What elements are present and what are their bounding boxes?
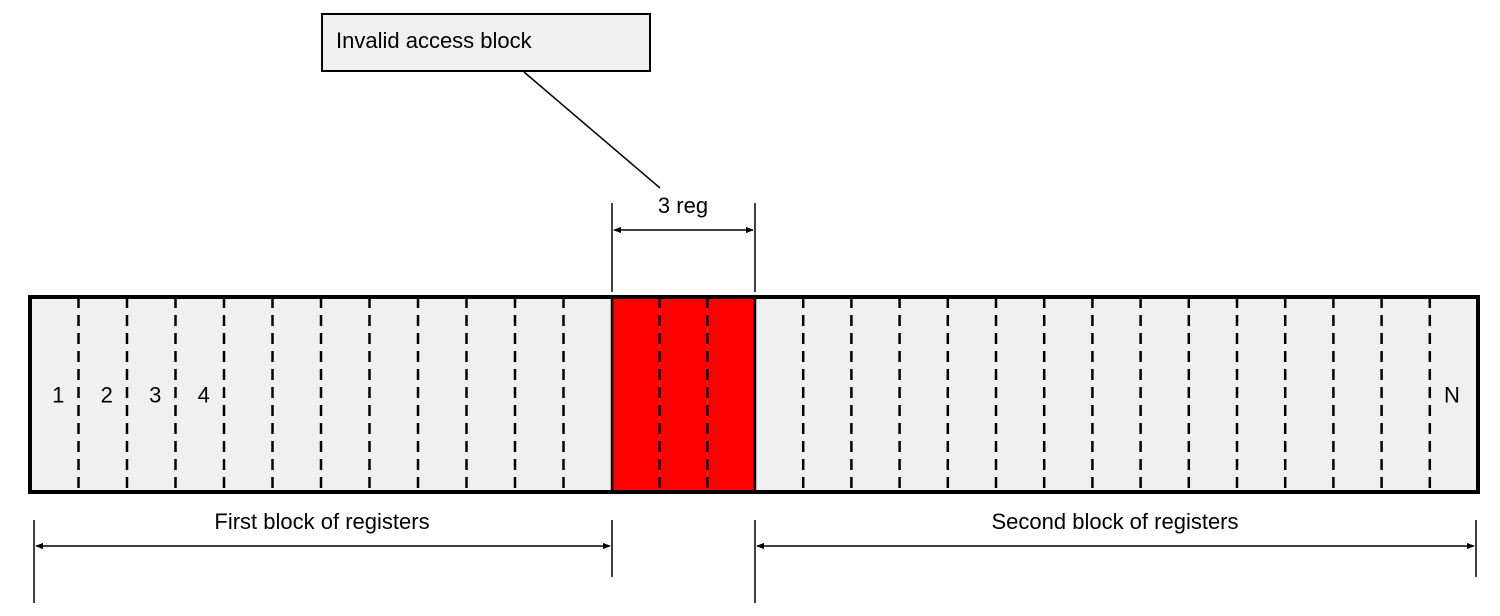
register-cell bbox=[30, 297, 79, 492]
register-cell bbox=[515, 297, 564, 492]
register-cell bbox=[1044, 297, 1093, 492]
invalid-register-cell bbox=[707, 297, 755, 492]
invalid-register-cell bbox=[612, 297, 660, 492]
register-cell bbox=[78, 297, 127, 492]
invalid-span-dimension: 3 reg bbox=[611, 193, 756, 292]
register-cell bbox=[996, 297, 1045, 492]
register-cell bbox=[1140, 297, 1189, 492]
second-block-label: Second block of registers bbox=[991, 509, 1238, 534]
register-cell bbox=[175, 297, 224, 492]
register-cell bbox=[563, 297, 612, 492]
register-cell bbox=[1188, 297, 1237, 492]
invalid-access-callout: Invalid access block bbox=[321, 13, 661, 189]
register-cell bbox=[1237, 297, 1286, 492]
register-cell-label: 4 bbox=[198, 383, 210, 408]
register-cell bbox=[1285, 297, 1334, 492]
register-cell bbox=[1381, 297, 1430, 492]
register-cell bbox=[803, 297, 852, 492]
register-cell bbox=[755, 297, 804, 492]
register-cell bbox=[1092, 297, 1141, 492]
callout-leader-line bbox=[523, 71, 661, 189]
register-cell bbox=[321, 297, 370, 492]
register-cell-label-last: N bbox=[1444, 383, 1460, 408]
register-cell bbox=[899, 297, 948, 492]
first-block-label: First block of registers bbox=[214, 509, 429, 534]
register-cell bbox=[127, 297, 176, 492]
register-cell bbox=[224, 297, 273, 492]
invalid-register-cell bbox=[659, 297, 708, 492]
register-cell bbox=[1333, 297, 1382, 492]
callout-label: Invalid access block bbox=[336, 28, 533, 53]
register-cell bbox=[947, 297, 996, 492]
register-cell-label: 2 bbox=[101, 383, 113, 408]
first-block-dimension: First block of registers bbox=[33, 509, 613, 603]
second-block-dimension: Second block of registers bbox=[754, 509, 1477, 603]
register-cell bbox=[851, 297, 900, 492]
register-cell-label: 3 bbox=[149, 383, 161, 408]
register-cell bbox=[1429, 297, 1478, 492]
register-cell-label: 1 bbox=[52, 383, 64, 408]
register-bar: 1 2 3 4 N bbox=[28, 295, 1480, 494]
register-cell bbox=[466, 297, 515, 492]
register-cell bbox=[272, 297, 321, 492]
invalid-span-label: 3 reg bbox=[658, 193, 708, 218]
register-cell bbox=[369, 297, 418, 492]
register-cell bbox=[418, 297, 467, 492]
register-bar-border bbox=[28, 295, 1480, 494]
callout-box bbox=[321, 13, 651, 72]
